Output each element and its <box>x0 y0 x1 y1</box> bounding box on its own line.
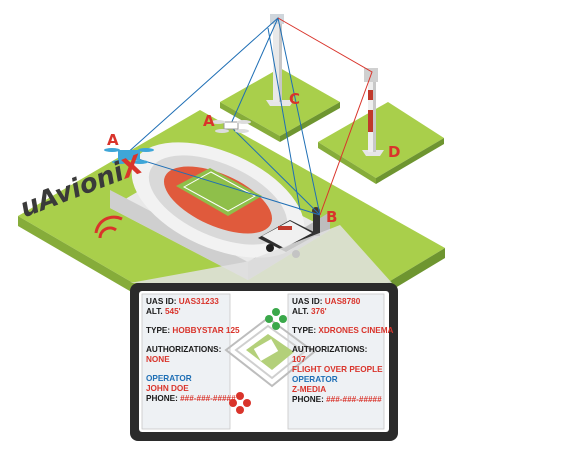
alt-key: ALT. <box>146 307 163 316</box>
authorizations-key: AUTHORIZATIONS: <box>146 345 222 354</box>
authorizations-key: AUTHORIZATIONS: <box>292 345 368 354</box>
alt-value: 376' <box>310 307 327 316</box>
uas-info-panel-left: UAS ID: UAS31233 ALT. 545' TYPE: HOBBYST… <box>146 297 240 404</box>
type-value: HOBBYSTAR 125 <box>172 326 240 335</box>
brand-signal-icon <box>94 215 123 239</box>
drone-a-left <box>104 148 154 164</box>
cell-tower-d <box>362 68 384 156</box>
label-b: B <box>326 208 338 226</box>
label-a-left: A <box>107 131 119 149</box>
phone-key: PHONE: <box>292 395 324 404</box>
alt-key: ALT. <box>292 307 309 316</box>
pad-d <box>318 102 444 184</box>
uas-id-key: UAS ID: <box>292 297 323 306</box>
phone-value: ###-###-##### <box>326 395 382 404</box>
uas-id-value: UAS8780 <box>324 297 361 306</box>
drone-marker-green <box>265 308 287 330</box>
operator-value: Z-MEDIA <box>292 385 327 394</box>
type-key: TYPE: <box>146 326 171 335</box>
label-a-right: A <box>203 112 215 130</box>
uas-id-key: UAS ID: <box>146 297 177 306</box>
type-key: TYPE: <box>292 326 317 335</box>
phone-key: PHONE: <box>146 394 178 403</box>
drone-marker-red <box>229 392 251 414</box>
operator-key: OPERATOR <box>146 374 192 383</box>
operator-value: JOHN DOE <box>146 384 189 393</box>
zoom-projection <box>130 225 392 283</box>
uas-info-panel-right: UAS ID: UAS8780 ALT. 376' TYPE: XDRONES … <box>292 297 393 405</box>
authorization-flight-over-people: FLIGHT OVER PEOPLE <box>292 365 383 374</box>
authorization-part-107: 107 <box>292 355 306 364</box>
operator-key: OPERATOR <box>292 375 338 384</box>
uas-id-value: UAS31233 <box>178 297 219 306</box>
alt-value: 545' <box>164 307 181 316</box>
stadium <box>110 142 330 280</box>
label-c: C <box>289 90 301 108</box>
authorizations-value: NONE <box>146 355 170 364</box>
type-value: XDRONES CINEMA <box>318 326 394 335</box>
tablet-map <box>224 316 316 388</box>
drone-a-right <box>211 120 251 133</box>
label-d: D <box>388 143 401 161</box>
phone-value: ###-###-##### <box>180 394 236 403</box>
signal-lines <box>124 17 373 216</box>
